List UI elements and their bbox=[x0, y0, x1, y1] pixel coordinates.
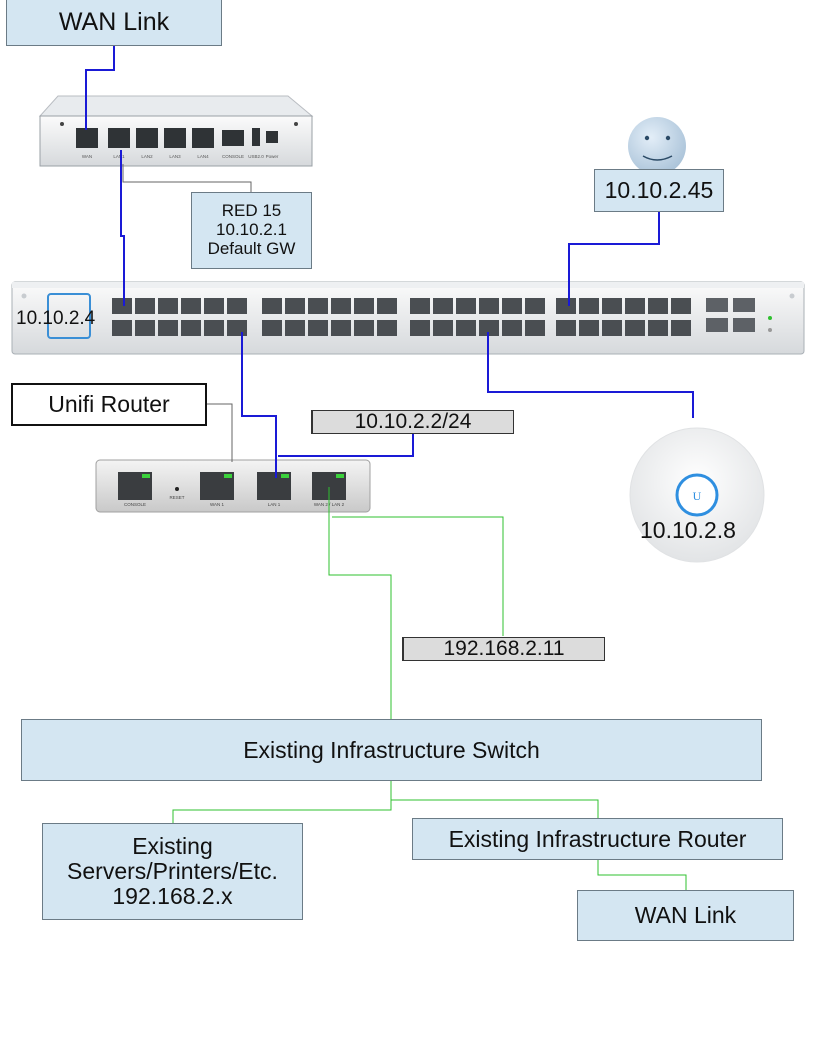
switch-port bbox=[648, 298, 668, 314]
user-ip-box: 10.10.2.45 bbox=[594, 169, 724, 212]
switch-port bbox=[648, 320, 668, 336]
sfp-cage bbox=[706, 298, 755, 332]
green-links bbox=[172, 487, 687, 890]
unifi-router-box: Unifi Router bbox=[11, 383, 207, 426]
usg-port-label: WAN 1 bbox=[210, 502, 225, 507]
unifi-access-point: U bbox=[629, 427, 765, 563]
switch-port bbox=[204, 320, 224, 336]
red15-role: Default GW bbox=[207, 238, 296, 258]
red15-name: RED 15 bbox=[221, 201, 282, 221]
switch-port bbox=[433, 320, 453, 336]
unifi-48-port-switch bbox=[11, 281, 805, 355]
switch-port bbox=[112, 298, 132, 314]
wan-link-bottom-box: WAN Link bbox=[577, 890, 794, 941]
switch-port bbox=[625, 320, 645, 336]
switch-port bbox=[602, 298, 622, 314]
switch-port bbox=[556, 298, 576, 314]
switch-port bbox=[227, 320, 247, 336]
usg-wan2-ip-label: 192.168.2.11 bbox=[443, 637, 565, 660]
switch-port bbox=[479, 298, 499, 314]
switch-port bbox=[502, 320, 522, 336]
switch-port bbox=[410, 298, 430, 314]
switch-port bbox=[227, 298, 247, 314]
red-port-label: LAN3 bbox=[169, 154, 181, 159]
usg-port-label: CONSOLE bbox=[124, 502, 146, 507]
ap-logo: U bbox=[693, 489, 702, 503]
switch-port bbox=[181, 320, 201, 336]
usg-lan-ip-box: 10.10.2.2/24 bbox=[311, 410, 514, 434]
red15-appliance: WAN LAN1 LAN2 LAN3 LAN4 CONSOLE USB2.0 P… bbox=[38, 95, 314, 167]
switch-port bbox=[377, 320, 397, 336]
switch-port bbox=[377, 298, 397, 314]
usg-port-label: LAN 1 bbox=[268, 502, 281, 507]
switch-port bbox=[181, 298, 201, 314]
usg-lan-ip-label: 10.10.2.2/24 bbox=[354, 410, 472, 433]
switch-port bbox=[502, 298, 522, 314]
infrastructure-router-box: Existing Infrastructure Router bbox=[412, 818, 783, 860]
infrastructure-switch-label: Existing Infrastructure Switch bbox=[243, 736, 540, 763]
switch-port bbox=[331, 298, 351, 314]
red-port-label: LAN2 bbox=[141, 154, 153, 159]
switch-port bbox=[525, 298, 545, 314]
red15-ip: 10.10.2.1 bbox=[216, 220, 287, 240]
infrastructure-router-label: Existing Infrastructure Router bbox=[448, 825, 747, 852]
red-port-label: WAN bbox=[82, 154, 92, 159]
user-ip-label: 10.10.2.45 bbox=[604, 177, 714, 203]
servers-line-3: 192.168.2.x bbox=[112, 883, 233, 910]
switch-port bbox=[112, 320, 132, 336]
wan-link-bottom-label: WAN Link bbox=[634, 902, 737, 928]
switch-port bbox=[308, 298, 328, 314]
switch-port bbox=[456, 298, 476, 314]
switch-port bbox=[158, 320, 178, 336]
switch-port bbox=[602, 320, 622, 336]
red-port-label: Power bbox=[266, 154, 279, 159]
switch-port bbox=[410, 320, 430, 336]
switch-port bbox=[285, 320, 305, 336]
wan-link-top-label: WAN Link bbox=[58, 7, 170, 36]
switch-port bbox=[135, 298, 155, 314]
user-smiley-icon bbox=[628, 117, 686, 175]
switch-port bbox=[556, 320, 576, 336]
switch-port bbox=[625, 298, 645, 314]
switch-port bbox=[135, 320, 155, 336]
switch-port bbox=[158, 298, 178, 314]
switch-port bbox=[671, 298, 691, 314]
switch-port bbox=[456, 320, 476, 336]
red-port-label: LAN1 bbox=[113, 154, 125, 159]
gray-links bbox=[122, 164, 252, 462]
wan-link-top-box: WAN Link bbox=[6, 0, 222, 46]
servers-line-2: Servers/Printers/Etc. bbox=[67, 857, 278, 884]
switch-port bbox=[525, 320, 545, 336]
switch-port bbox=[204, 298, 224, 314]
usg-wan2-ip-box: 192.168.2.11 bbox=[402, 637, 605, 661]
switch-port-grid bbox=[112, 298, 691, 336]
switch-port bbox=[331, 320, 351, 336]
infrastructure-switch-box: Existing Infrastructure Switch bbox=[21, 719, 762, 781]
red-port-label: CONSOLE bbox=[222, 154, 244, 159]
red-port-label: LAN4 bbox=[197, 154, 209, 159]
blue-links bbox=[85, 46, 694, 478]
switch-port bbox=[579, 298, 599, 314]
switch-port bbox=[671, 320, 691, 336]
switch-port bbox=[308, 320, 328, 336]
red-port-label: USB2.0 bbox=[248, 154, 264, 159]
switch-port bbox=[354, 298, 374, 314]
switch-port bbox=[354, 320, 374, 336]
switch-ip-label: 10.10.2.4 bbox=[16, 308, 96, 329]
switch-port bbox=[262, 298, 282, 314]
switch-port bbox=[262, 320, 282, 336]
usg-port-label: RESET bbox=[169, 495, 184, 500]
unifi-router-label: Unifi Router bbox=[48, 391, 170, 417]
switch-port bbox=[479, 320, 499, 336]
switch-port bbox=[285, 298, 305, 314]
servers-box: Existing Servers/Printers/Etc. 192.168.2… bbox=[42, 823, 303, 920]
red15-gateway-box: RED 15 10.10.2.1 Default GW bbox=[191, 192, 312, 269]
ap-ip-label: 10.10.2.8 bbox=[640, 517, 736, 543]
switch-port bbox=[579, 320, 599, 336]
switch-port bbox=[433, 298, 453, 314]
servers-line-1: Existing bbox=[132, 832, 213, 859]
